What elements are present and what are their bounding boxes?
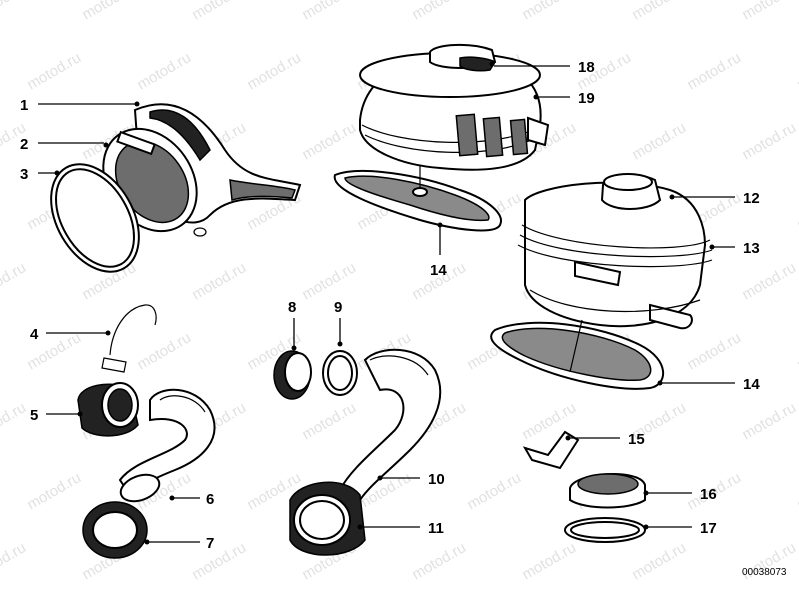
watermark-text: motod.ru [794, 49, 799, 93]
part-4-clip [101, 304, 157, 373]
watermark-text: motod.ru [189, 539, 249, 583]
watermark-text: motod.ru [409, 0, 469, 23]
part-18-cap [429, 43, 497, 72]
callout-18: 18 [578, 59, 595, 76]
watermark-text: motod.ru [629, 539, 689, 583]
watermark-text: motod.ru [739, 119, 799, 163]
part-5-coupling [77, 382, 139, 437]
part-8-ring [273, 350, 312, 400]
watermark-text: motod.ru [299, 399, 359, 443]
callout-6: 6 [206, 491, 214, 508]
watermark-text: motod.ru [134, 49, 194, 93]
part-14-gasket-lower [490, 319, 665, 390]
callout-19: 19 [578, 90, 595, 107]
watermark-text: motod.ru [794, 189, 799, 233]
watermark-text: motod.ru [519, 0, 579, 23]
watermark-text: motod.ru [739, 259, 799, 303]
callout-labels: 1 2 3 4 5 6 7 8 9 10 11 12 13 14 14 15 1… [20, 59, 787, 578]
part-17-ring [564, 517, 646, 543]
part-3-sealing-ring [50, 163, 140, 273]
part-19-filter-housing-upper [359, 52, 550, 171]
watermark-text: motod.ru [684, 49, 744, 93]
watermark-text: motod.ru [794, 329, 799, 373]
watermark-text: motod.ru [629, 0, 689, 23]
watermark-text: motod.ru [299, 259, 359, 303]
watermark-text: motod.ru [629, 119, 689, 163]
callout-9: 9 [334, 299, 342, 316]
watermark-text: motod.ru [519, 539, 579, 583]
callout-2: 2 [20, 136, 28, 153]
callout-15: 15 [628, 431, 645, 448]
watermark-text: motod.ru [464, 469, 524, 513]
callout-7: 7 [206, 535, 214, 552]
watermark-text: motod.ru [189, 0, 249, 23]
watermark-text: motod.ru [0, 399, 29, 443]
callout-4: 4 [30, 326, 39, 343]
part-13-filter-housing-lower [517, 181, 713, 330]
watermark-text: motod.ru [299, 119, 359, 163]
watermark-text: motod.ru [0, 259, 29, 303]
callout-3: 3 [20, 166, 28, 183]
callout-5: 5 [30, 407, 38, 424]
callout-12: 12 [743, 190, 760, 207]
watermark-text: motod.ru [794, 469, 799, 513]
callout-16: 16 [700, 486, 717, 503]
part-15-bracket [522, 430, 580, 470]
leader-lines [38, 61, 735, 545]
diagram-code: 00038073 [742, 567, 787, 578]
callout-17: 17 [700, 520, 717, 537]
watermark-text: motod.ru [684, 329, 744, 373]
part-16-cap [569, 473, 646, 509]
part-7-coupling-ring [82, 501, 148, 559]
watermark-text: motod.ru [189, 259, 249, 303]
watermark-text: motod.ru [24, 49, 84, 93]
watermark-text: motod.ru [79, 0, 139, 23]
watermark-text: motod.ru [24, 469, 84, 513]
callout-13: 13 [743, 240, 760, 257]
watermark-text: motod.ru [244, 49, 304, 93]
callout-14-lower: 14 [743, 376, 760, 393]
watermark-text: motod.ru [299, 0, 359, 23]
watermark-text: motod.ru [739, 0, 799, 23]
callout-1: 1 [20, 97, 28, 114]
watermark-text: motod.ru [0, 539, 29, 583]
watermark-text: motod.ru [134, 329, 194, 373]
part-6-hose [118, 388, 216, 503]
part-11-coupling [289, 481, 366, 556]
watermark-text: motod.ru [0, 0, 29, 23]
watermark-text: motod.ru [739, 399, 799, 443]
callout-10: 10 [428, 471, 445, 488]
callout-14-upper: 14 [430, 262, 447, 279]
part-14-gasket-upper [333, 165, 502, 232]
callout-11: 11 [428, 520, 444, 537]
watermark-text: motod.ru [409, 539, 469, 583]
part-9-ring [322, 350, 358, 396]
callout-8: 8 [288, 299, 296, 316]
part-12-cap [600, 173, 662, 210]
